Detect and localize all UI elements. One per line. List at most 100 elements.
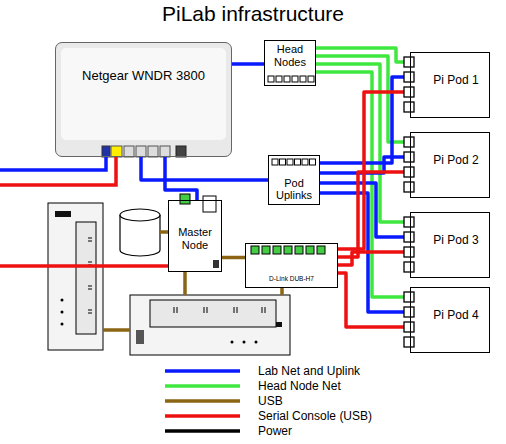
indicator-dot — [61, 311, 64, 314]
pod-port — [404, 217, 414, 227]
node-label: Pi Pod 2 — [425, 154, 487, 168]
hub-box: D-Link DUB-H7 — [245, 243, 338, 288]
router-port — [111, 146, 122, 157]
usb-wire — [103, 328, 130, 332]
switch-port — [302, 159, 308, 165]
hub-port — [262, 246, 270, 254]
cable-connector — [338, 252, 410, 265]
pod-box: Pi Pod 3 — [410, 212, 490, 278]
legend-line — [165, 384, 240, 388]
router-panel — [61, 48, 226, 140]
switch-body — [264, 40, 316, 86]
router-port — [124, 146, 134, 157]
legend-line — [165, 369, 240, 373]
board-component — [213, 260, 219, 268]
cable-connector — [222, 256, 245, 260]
power-strip — [48, 203, 103, 350]
hub-port — [284, 246, 292, 254]
pod-port — [404, 307, 414, 317]
indicator-dot — [255, 341, 258, 344]
legend-line — [165, 399, 240, 403]
switch-port — [300, 76, 306, 82]
disk-top — [120, 209, 160, 221]
diagram-title: PiLab infrastructure — [0, 1, 506, 27]
legend-label: USB — [258, 394, 283, 408]
router-port — [176, 146, 186, 157]
hub-body — [245, 243, 338, 288]
usb-wire — [183, 272, 187, 295]
node-label: Pi Pod 3 — [425, 234, 487, 248]
hub-port — [251, 246, 259, 254]
switch-port — [272, 159, 278, 165]
serial-wire — [0, 264, 168, 268]
router-port — [102, 146, 110, 157]
node-label: D-Link DUB-H7 — [248, 275, 335, 282]
pod-port — [404, 232, 414, 242]
hub-port — [317, 246, 325, 254]
legend-label: Serial Console (USB) — [258, 409, 372, 423]
pod-body — [410, 212, 490, 278]
switch-port — [287, 159, 293, 165]
power-strip — [130, 295, 290, 355]
switch-port — [280, 159, 286, 165]
pod-port — [404, 262, 414, 272]
hub-port — [295, 246, 303, 254]
pod-port — [404, 72, 414, 82]
legend-swatch — [165, 424, 240, 438]
legend-label: Head Node Net — [258, 379, 341, 393]
switch-port — [308, 76, 314, 82]
router-port — [136, 146, 146, 157]
cable-connector — [141, 157, 268, 180]
switch-port — [276, 76, 282, 82]
outlet-symbol — [174, 307, 265, 313]
cable-connector — [232, 62, 264, 66]
legend-label: Power — [258, 424, 292, 438]
title-wrap: PiLab infrastructure — [0, 1, 506, 27]
pod-body — [410, 287, 490, 353]
node-label: Pi Pod 4 — [425, 309, 487, 323]
pod-port — [404, 137, 414, 147]
legend-row: Lab Net and Uplink — [165, 364, 360, 378]
legend-swatch — [165, 379, 240, 393]
pod-port — [404, 87, 414, 97]
indicator-dot — [243, 341, 246, 344]
legend-swatch — [165, 364, 240, 378]
switch-port — [284, 76, 290, 82]
router-body — [55, 42, 232, 157]
router-port — [160, 146, 170, 157]
legend-line — [165, 429, 240, 433]
legend-swatch — [165, 394, 240, 408]
usb-wire — [160, 230, 168, 234]
router-box: Netgear WNDR 3800 — [55, 42, 232, 157]
pod-port — [404, 322, 414, 332]
switch-port — [295, 159, 301, 165]
cable-connector — [165, 157, 197, 200]
hub-port — [273, 246, 281, 254]
uplink-wire — [0, 157, 106, 170]
indicator-dot — [231, 341, 234, 344]
legend-row: USB — [165, 394, 283, 408]
serial-wire — [0, 157, 116, 185]
outlet-panel — [150, 300, 276, 327]
board-component — [203, 196, 216, 212]
indicator-light — [276, 322, 282, 327]
pod-port — [404, 182, 414, 192]
outlet-panel — [76, 222, 96, 334]
pod-port — [404, 152, 414, 162]
power-switch — [136, 330, 144, 344]
outlet-symbol — [88, 238, 92, 313]
switch-port — [292, 76, 298, 82]
pod-box: Pi Pod 2 — [410, 132, 490, 198]
hub-port — [306, 246, 314, 254]
indicator-dot — [61, 323, 64, 326]
pod-port — [404, 102, 414, 112]
node-label: Master Node — [171, 226, 219, 251]
legend-label: Lab Net and Uplink — [258, 364, 360, 378]
switch-box: Head Nodes — [264, 40, 316, 86]
pod-body — [410, 52, 490, 118]
node-label: Netgear WNDR 3800 — [60, 69, 227, 84]
